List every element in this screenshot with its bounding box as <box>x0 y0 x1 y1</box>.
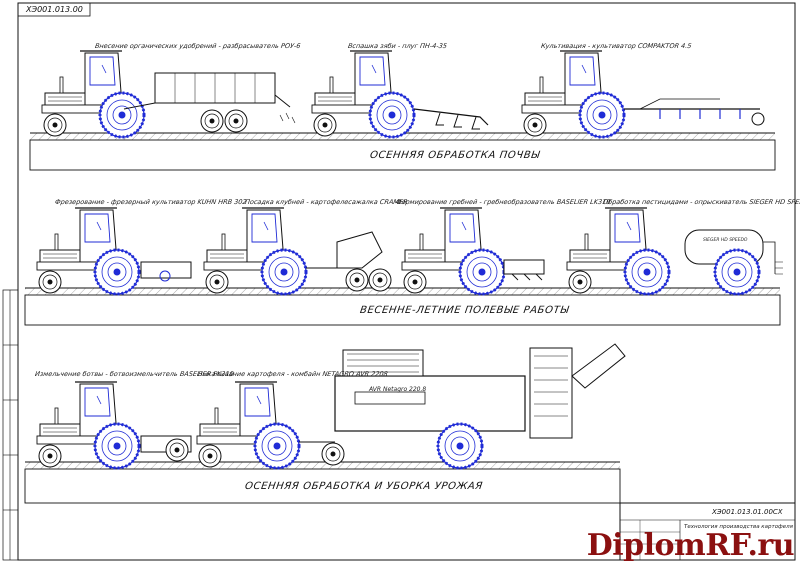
drawing-code-bottom: ХЭ001.013.01.00СХ <box>712 508 783 516</box>
haulm-mulcher-unit <box>37 382 192 468</box>
label-planting: Посадка клубней - картофелесажалка CRAME… <box>244 198 409 206</box>
plow-unit <box>312 51 489 137</box>
harvester-unit <box>197 343 626 470</box>
sprayer-unit <box>567 208 783 296</box>
title-block-text: Технология производства картофеля <box>684 524 793 530</box>
sprayer-tank-label: SIEGER HD SPEEDO <box>703 238 748 243</box>
planter-unit <box>204 208 392 294</box>
section-autumn-tillage: ОСЕННЯЯ ОБРАБОТКА ПОЧВЫ <box>369 150 541 161</box>
ridger-unit <box>402 208 545 294</box>
section-spring-summer: ВЕСЕННЕ-ЛЕТНИЕ ПОЛЕВЫЕ РАБОТЫ <box>359 305 570 316</box>
watermark-logo: DiplomRF.ru <box>586 528 795 563</box>
fertilizer-spreader-unit <box>42 51 296 137</box>
cultivator-unit <box>522 51 765 137</box>
mill-cultivator-unit <box>37 208 192 294</box>
label-digging: Выкапывание картофеля - комбайн NETAGRO … <box>197 370 389 378</box>
label-plowing: Вспашка зяби - плуг ПН-4-35 <box>347 42 448 50</box>
label-spraying: Обработка пестицидами - опрыскиватель SI… <box>602 198 800 206</box>
label-ridging: Формирование гребней - гребнеобразовател… <box>395 198 611 206</box>
label-fertilizer: Внесение органических удобрений - разбра… <box>94 42 301 50</box>
combine-plate: AVR Netagro 220.8 <box>369 386 427 393</box>
label-milling: Фрезерование - фрезерный культиватор KUH… <box>54 198 248 206</box>
label-cultivation: Культивация - культиватор COMPAKTOR 4.5 <box>540 42 692 50</box>
drawing-code-top: ХЭ001.013.00 <box>26 5 83 14</box>
section-harvest: ОСЕННЯЯ ОБРАБОТКА И УБОРКА УРОЖАЯ <box>244 481 484 492</box>
